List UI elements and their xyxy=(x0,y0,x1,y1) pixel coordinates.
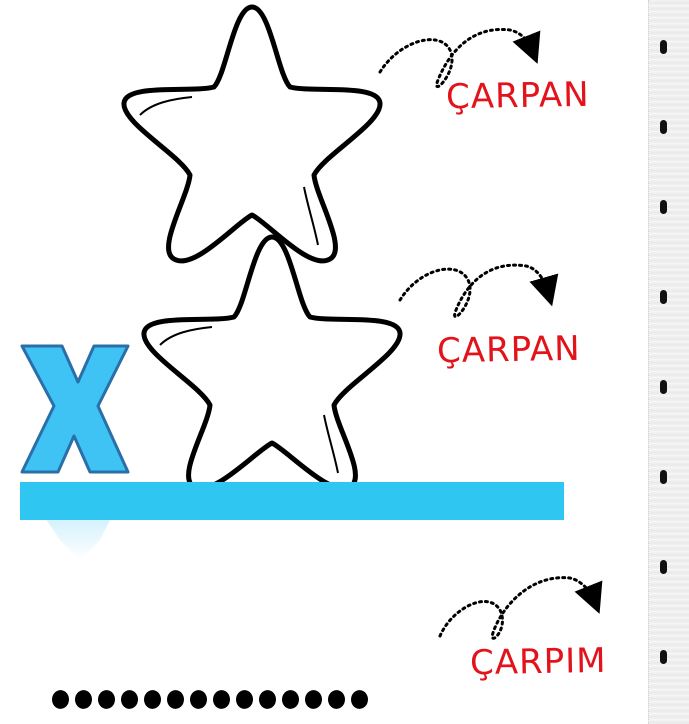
star-icon xyxy=(124,7,380,261)
multiplication-sign-icon xyxy=(22,346,128,560)
factor-label: ÇARPAN xyxy=(437,329,581,372)
star-icon xyxy=(144,237,400,488)
product-label: ÇARPIM xyxy=(470,641,607,683)
dotted-arrow-icon xyxy=(440,578,594,639)
equals-bar xyxy=(20,482,564,520)
binder-edge xyxy=(648,0,689,724)
factor-label: ÇARPAN xyxy=(446,75,590,118)
answer-blank[interactable] xyxy=(52,691,368,708)
dotted-arrow-icon xyxy=(400,265,548,316)
